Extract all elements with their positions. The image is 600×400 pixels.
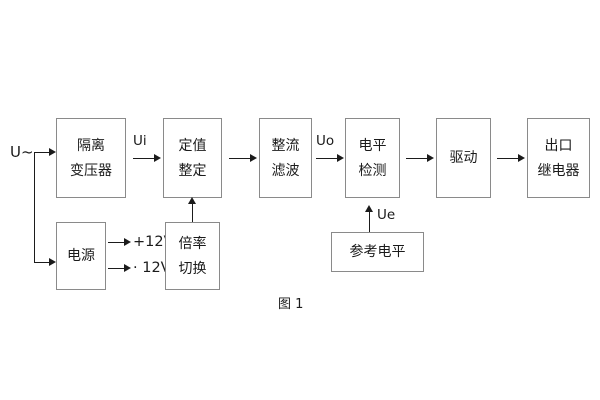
signal-label-ui: Ui	[133, 133, 147, 149]
signal-label-uo: Uo	[316, 133, 335, 149]
figure-caption: 图 1	[278, 297, 304, 312]
block-isolation-transformer-line1: 隔离	[77, 137, 105, 154]
block-level-detect[interactable]: 电平 检测	[345, 118, 400, 198]
block-reference-level-line1: 参考电平	[349, 244, 406, 260]
connector-multiplier-to-setting	[191, 203, 193, 222]
input-branch-vertical-bus	[34, 151, 36, 263]
block-output-relay[interactable]: 出口 继电器	[527, 118, 590, 198]
block-rectify-filter-line2: 滤波	[271, 162, 300, 179]
arrow-ui	[154, 153, 161, 162]
block-output-relay-line1: 出口	[544, 137, 573, 154]
connector-level-to-drive	[406, 157, 428, 159]
block-multiplier-switch-line2: 切换	[178, 260, 207, 277]
connector-uo	[316, 157, 338, 159]
connector-ui	[133, 157, 155, 159]
arrow-drive-to-relay	[518, 153, 525, 162]
arrow-level-to-drive	[427, 153, 434, 162]
input-branch-bottom-lead	[34, 261, 52, 263]
arrow-to-isolation-transformer	[49, 147, 56, 156]
connector-reference-to-level-detect	[368, 211, 370, 232]
block-rectify-filter-line1: 整流	[271, 137, 300, 154]
block-multiplier-switch-line1: 倍率	[178, 235, 207, 252]
block-level-detect-line1: 电平	[358, 137, 387, 154]
arrow-setting-to-rectify	[250, 153, 257, 162]
arrow-positive-rail	[124, 237, 131, 246]
block-setting-value-line2: 整定	[178, 162, 207, 179]
signal-label-ue: Ue	[377, 207, 396, 223]
rail-label-negative-12v: · 12V	[133, 260, 171, 276]
block-drive-line1: 驱动	[449, 150, 478, 166]
connector-positive-rail	[108, 241, 125, 243]
arrow-uo	[337, 153, 344, 162]
connector-drive-to-relay	[497, 157, 519, 159]
block-isolation-transformer[interactable]: 隔离 变压器	[56, 118, 126, 198]
block-isolation-transformer-line2: 变压器	[70, 162, 112, 179]
block-output-relay-line2: 继电器	[537, 162, 580, 179]
block-setting-value[interactable]: 定值 整定	[163, 118, 222, 198]
block-rectify-filter[interactable]: 整流 滤波	[259, 118, 312, 198]
block-power-supply-line1: 电源	[67, 248, 95, 264]
block-setting-value-line1: 定值	[178, 137, 207, 154]
arrow-to-power-supply	[49, 257, 56, 266]
block-multiplier-switch[interactable]: 倍率 切换	[165, 222, 220, 290]
input-label-u-ac: U~	[10, 143, 34, 161]
block-level-detect-line2: 检测	[358, 162, 387, 179]
arrow-ue	[364, 205, 373, 212]
block-reference-level[interactable]: 参考电平	[331, 232, 424, 272]
connector-negative-rail	[108, 267, 125, 269]
rail-label-positive-12v: +12V	[133, 234, 174, 250]
arrow-negative-rail	[124, 263, 131, 272]
connector-setting-to-rectify	[229, 157, 251, 159]
arrow-multiplier-to-setting	[187, 197, 196, 204]
block-drive[interactable]: 驱动	[436, 118, 491, 198]
input-branch-top-lead	[34, 151, 52, 153]
block-power-supply[interactable]: 电源	[56, 222, 106, 290]
